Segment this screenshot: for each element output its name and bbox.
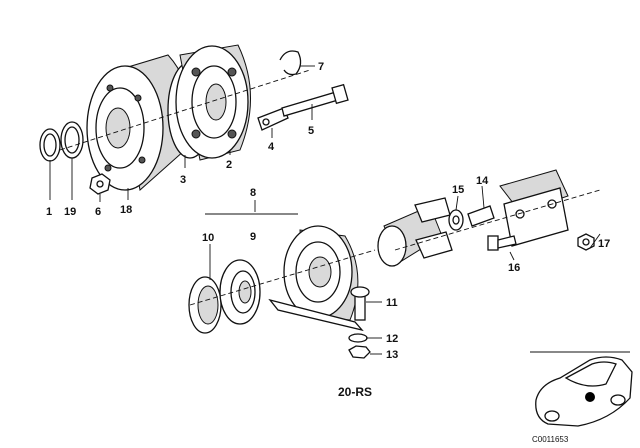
callout-7: 7 xyxy=(318,61,324,73)
car-locator-inset: C0011653 xyxy=(530,351,633,444)
part-12-washer[interactable] xyxy=(348,333,368,343)
grooved-ball-bearing[interactable] xyxy=(219,259,261,325)
axis-line-upper xyxy=(59,69,311,151)
callout-5: 5 xyxy=(308,125,314,137)
part-19-seal-ring[interactable] xyxy=(60,121,84,159)
callout-18: 18 xyxy=(120,204,132,216)
callout-6: 6 xyxy=(95,206,101,218)
part-8-9-center-mount[interactable] xyxy=(268,225,364,332)
axis-line-joint xyxy=(394,189,601,251)
part-16-bolt[interactable] xyxy=(487,235,517,251)
flange-yoke[interactable] xyxy=(499,169,569,247)
location-marker-dot xyxy=(585,392,595,402)
lower-assembly xyxy=(188,225,376,359)
callout-19: 19 xyxy=(64,206,76,218)
callout-8: 8 xyxy=(250,187,256,199)
callout-2: 2 xyxy=(226,159,232,171)
part-5-bolt[interactable] xyxy=(281,83,349,117)
part-15-washer[interactable] xyxy=(448,209,464,231)
joint-assembly xyxy=(377,169,601,267)
callout-14: 14 xyxy=(476,175,489,187)
callout-4: 4 xyxy=(268,141,275,153)
callout-15: 15 xyxy=(452,184,464,196)
callout-numbers: 1 19 6 18 3 2 4 5 7 8 9 10 11 12 13 14 1… xyxy=(46,61,610,361)
part-11-bolt[interactable] xyxy=(350,286,370,321)
callout-16: 16 xyxy=(508,262,520,274)
part-14-bolt[interactable] xyxy=(467,205,495,227)
callout-10: 10 xyxy=(202,232,214,244)
part-2-flexible-disc[interactable] xyxy=(175,44,251,161)
axis-line-lower xyxy=(189,249,376,306)
part-1-snap-ring[interactable] xyxy=(39,128,61,162)
part-4-lock-plate[interactable] xyxy=(257,107,289,131)
callout-13: 13 xyxy=(386,349,398,361)
upper-assembly xyxy=(39,44,349,195)
part-18-flange[interactable] xyxy=(86,54,191,191)
callout-11: 11 xyxy=(386,297,398,309)
image-code: C0011653 xyxy=(532,435,569,444)
part-10-dust-cap[interactable] xyxy=(188,276,222,334)
callout-1: 1 xyxy=(46,206,52,218)
part-7-circlip[interactable] xyxy=(279,50,302,76)
group-code: 20-RS xyxy=(338,385,372,399)
part-17-nut[interactable] xyxy=(577,233,595,251)
leader-lines xyxy=(49,65,601,355)
part-13-nut[interactable] xyxy=(348,345,371,359)
callout-9: 9 xyxy=(250,231,256,243)
callout-3: 3 xyxy=(180,174,186,186)
car-silhouette xyxy=(535,356,633,427)
part-6-nut[interactable] xyxy=(89,173,111,195)
callout-17: 17 xyxy=(598,238,610,250)
callout-12: 12 xyxy=(386,333,398,345)
splined-yoke[interactable] xyxy=(377,197,453,267)
